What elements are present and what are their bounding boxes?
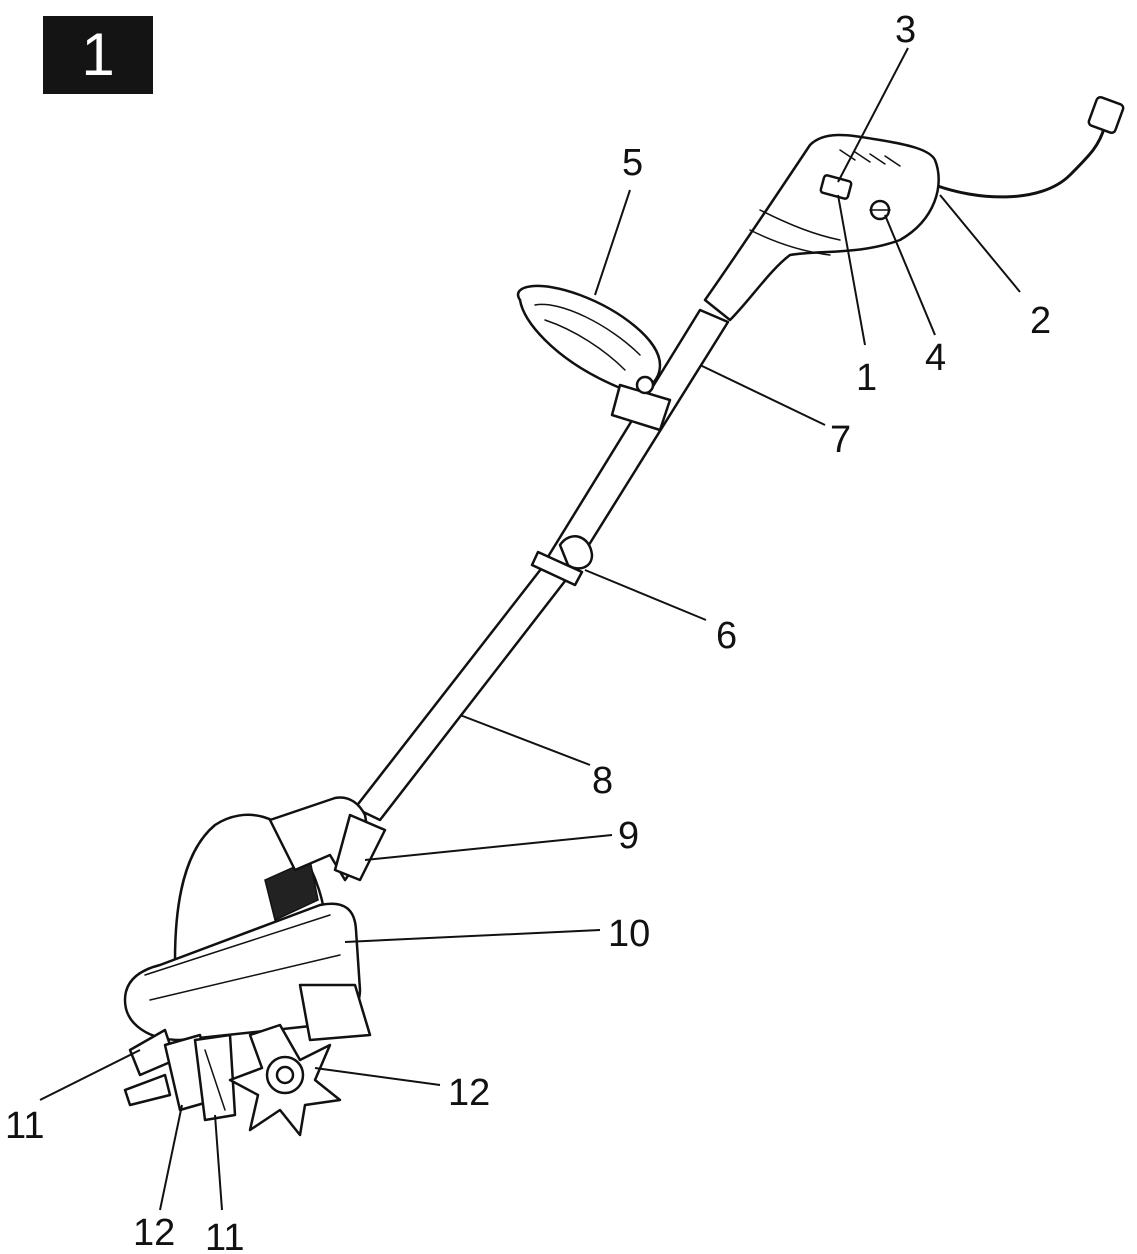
- callout-12-right: 12: [448, 1072, 490, 1114]
- callout-10: 10: [608, 913, 650, 955]
- gearbox-base: [123, 902, 362, 1042]
- figure-number-badge: 1: [43, 16, 153, 94]
- callout-11-bottom: 11: [205, 1217, 244, 1254]
- callout-4: 4: [925, 337, 946, 379]
- side-guard: [298, 983, 372, 1042]
- callout-12-bottom: 12: [133, 1212, 175, 1254]
- front-handle-clamp: [610, 383, 672, 432]
- shaft-mount: [333, 813, 387, 882]
- leader-lines: [39, 47, 1021, 1211]
- callout-11-left: 11: [5, 1105, 44, 1147]
- callout-8: 8: [592, 760, 613, 802]
- power-cord: [933, 123, 1107, 199]
- lock-knob: [558, 535, 594, 570]
- rear-handle: [703, 133, 940, 322]
- switch-lever: [819, 174, 853, 200]
- callout-9: 9: [618, 815, 639, 857]
- front-handle: [516, 284, 662, 393]
- callout-3: 3: [895, 9, 916, 51]
- callout-7: 7: [830, 419, 851, 461]
- callout-6: 6: [716, 615, 737, 657]
- lower-shaft: [353, 558, 574, 822]
- callout-1: 1: [856, 357, 877, 399]
- center-tine: [193, 1033, 237, 1122]
- right-tine-wheel: [228, 1023, 342, 1137]
- callout-5: 5: [622, 142, 643, 184]
- cord-plug: [1087, 95, 1125, 135]
- callout-2: 2: [1030, 300, 1051, 342]
